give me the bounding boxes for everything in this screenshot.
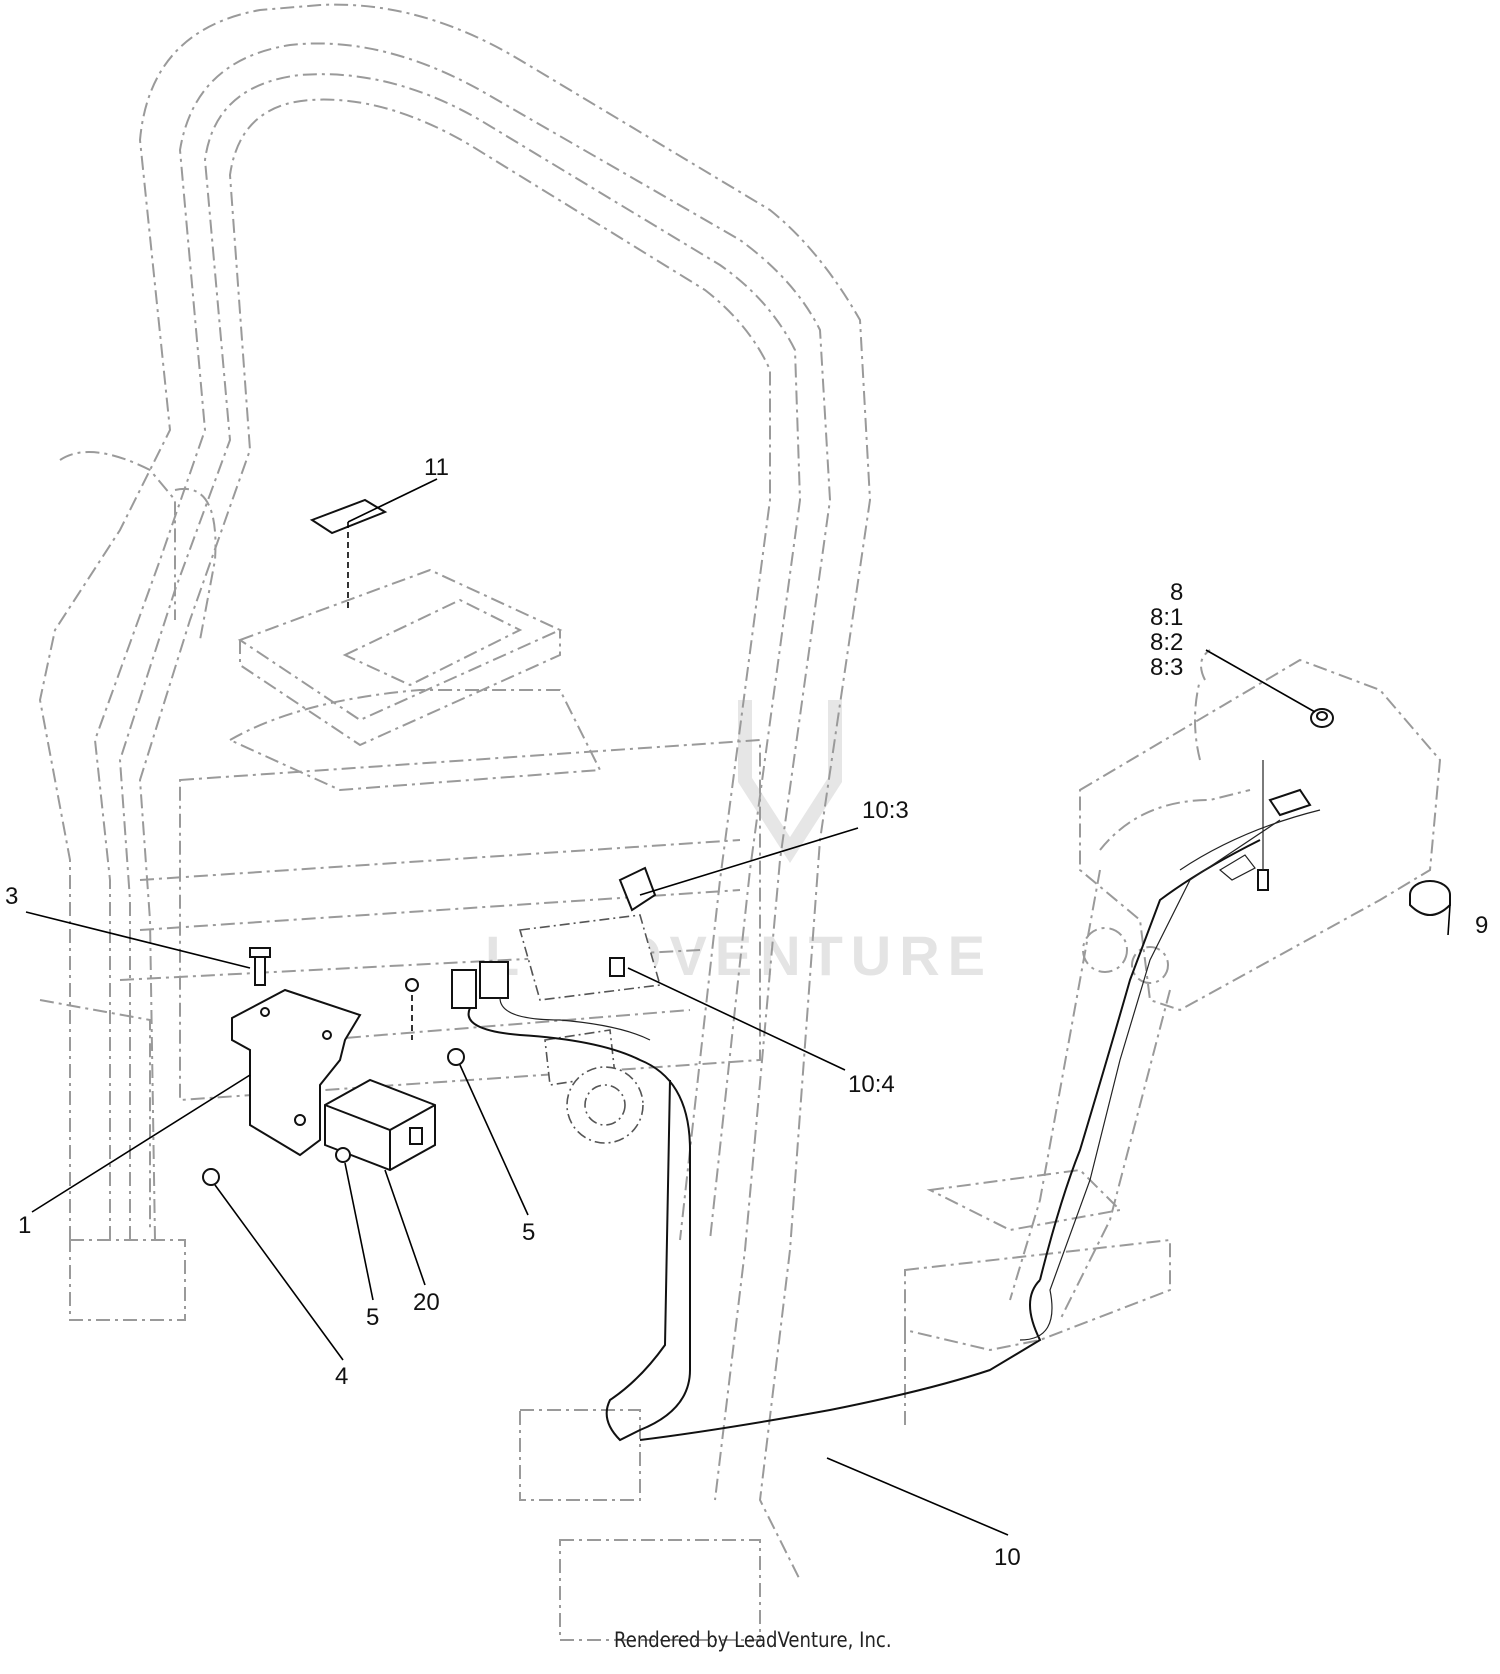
part-10-wire-harness xyxy=(467,760,1321,1442)
part-3-bolt xyxy=(249,947,271,986)
part-1-bracket xyxy=(231,988,362,1157)
callout-4: 4 xyxy=(335,1363,348,1390)
callout-20: 20 xyxy=(413,1289,440,1316)
callout-3: 3 xyxy=(5,883,18,910)
part-4-nut xyxy=(202,1168,220,1186)
part-8-switch xyxy=(1310,708,1334,728)
leader-lines xyxy=(25,478,1451,1536)
callout-8-3: 8:3 xyxy=(1150,654,1183,681)
callout-1: 1 xyxy=(18,1212,31,1239)
callout-10: 10 xyxy=(994,1544,1021,1571)
callout-8-1: 8:1 xyxy=(1150,604,1183,631)
part-9-cap xyxy=(1409,880,1451,916)
control-console xyxy=(904,649,1442,1430)
rops-frame xyxy=(38,3,872,1641)
part-5-nut-b xyxy=(447,1048,465,1066)
harness-connectors xyxy=(451,957,625,1009)
callout-5-upper: 5 xyxy=(522,1219,535,1246)
part-10-3-connector xyxy=(618,866,657,912)
relay-block xyxy=(518,914,662,1144)
callout-labels: 11 3 1 4 5 5 20 10:3 10:4 10 9 8 8:1 8:2… xyxy=(5,454,1488,1571)
callout-10-4: 10:4 xyxy=(848,1071,895,1098)
callout-10-3: 10:3 xyxy=(862,797,909,824)
callout-9: 9 xyxy=(1475,912,1488,939)
callout-8: 8 xyxy=(1170,579,1183,606)
callout-11: 11 xyxy=(424,454,449,481)
callout-8-2: 8:2 xyxy=(1150,629,1183,656)
part-5-nut-c xyxy=(405,978,419,992)
part-20-controller xyxy=(324,1078,436,1172)
footer-credit: Rendered by LeadVenture, Inc. xyxy=(613,1628,892,1652)
callout-5-lower: 5 xyxy=(366,1304,379,1331)
seat-platform xyxy=(237,568,563,747)
part-11-decal xyxy=(309,498,388,535)
part-5-nut-a xyxy=(335,1147,351,1163)
hardware-nuts xyxy=(202,978,465,1186)
